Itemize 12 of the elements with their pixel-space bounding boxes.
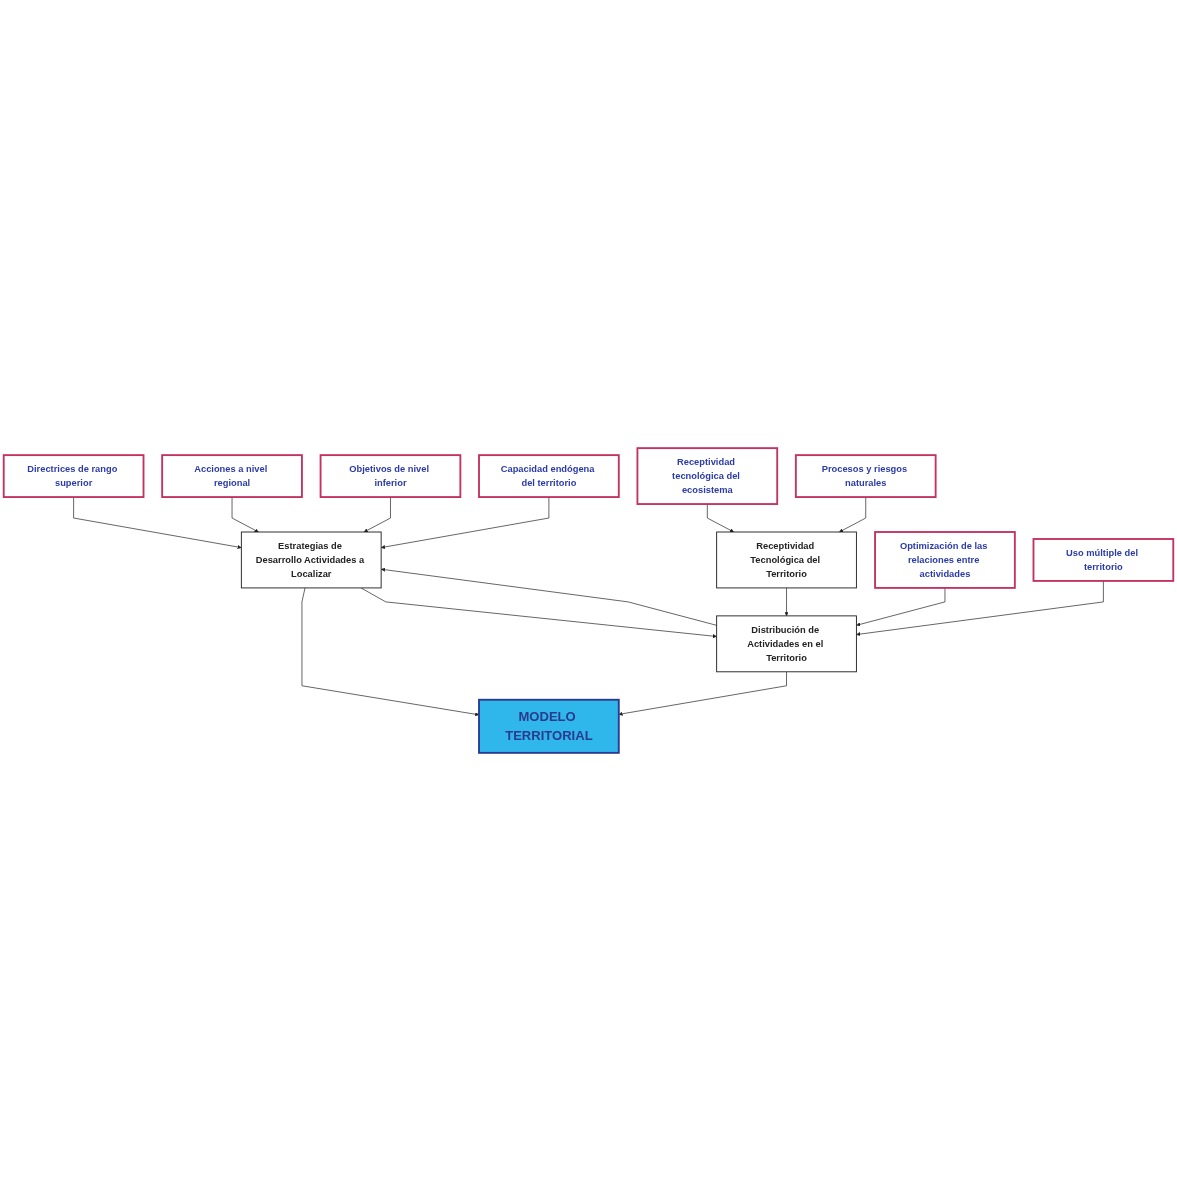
node-box: Directrices de rango superior (2, 454, 145, 498)
node-box: Estrategias de Desarrollo Actividades a Localizar (240, 531, 382, 589)
node-box: Uso múltiple del territorio (1032, 538, 1175, 582)
node-box: Acciones a nivel regional (161, 454, 303, 498)
node-box: MODELO TERRITORIAL (478, 698, 620, 754)
node-box: Receptividad tecnológica del ecosistema (636, 447, 779, 505)
node-box: Receptividad Tecnológica del Territorio (716, 531, 857, 589)
node-box: Procesos y riesgos naturales (794, 454, 937, 498)
node-box: Optimización de las relaciones entre actividades (874, 531, 1016, 589)
node-box: Objetivos de nivel inferior (319, 454, 462, 498)
node-box: Capacidad endógena del territorio (478, 454, 620, 498)
node-box: Distribución de Actividades en el Territorio (716, 615, 857, 673)
